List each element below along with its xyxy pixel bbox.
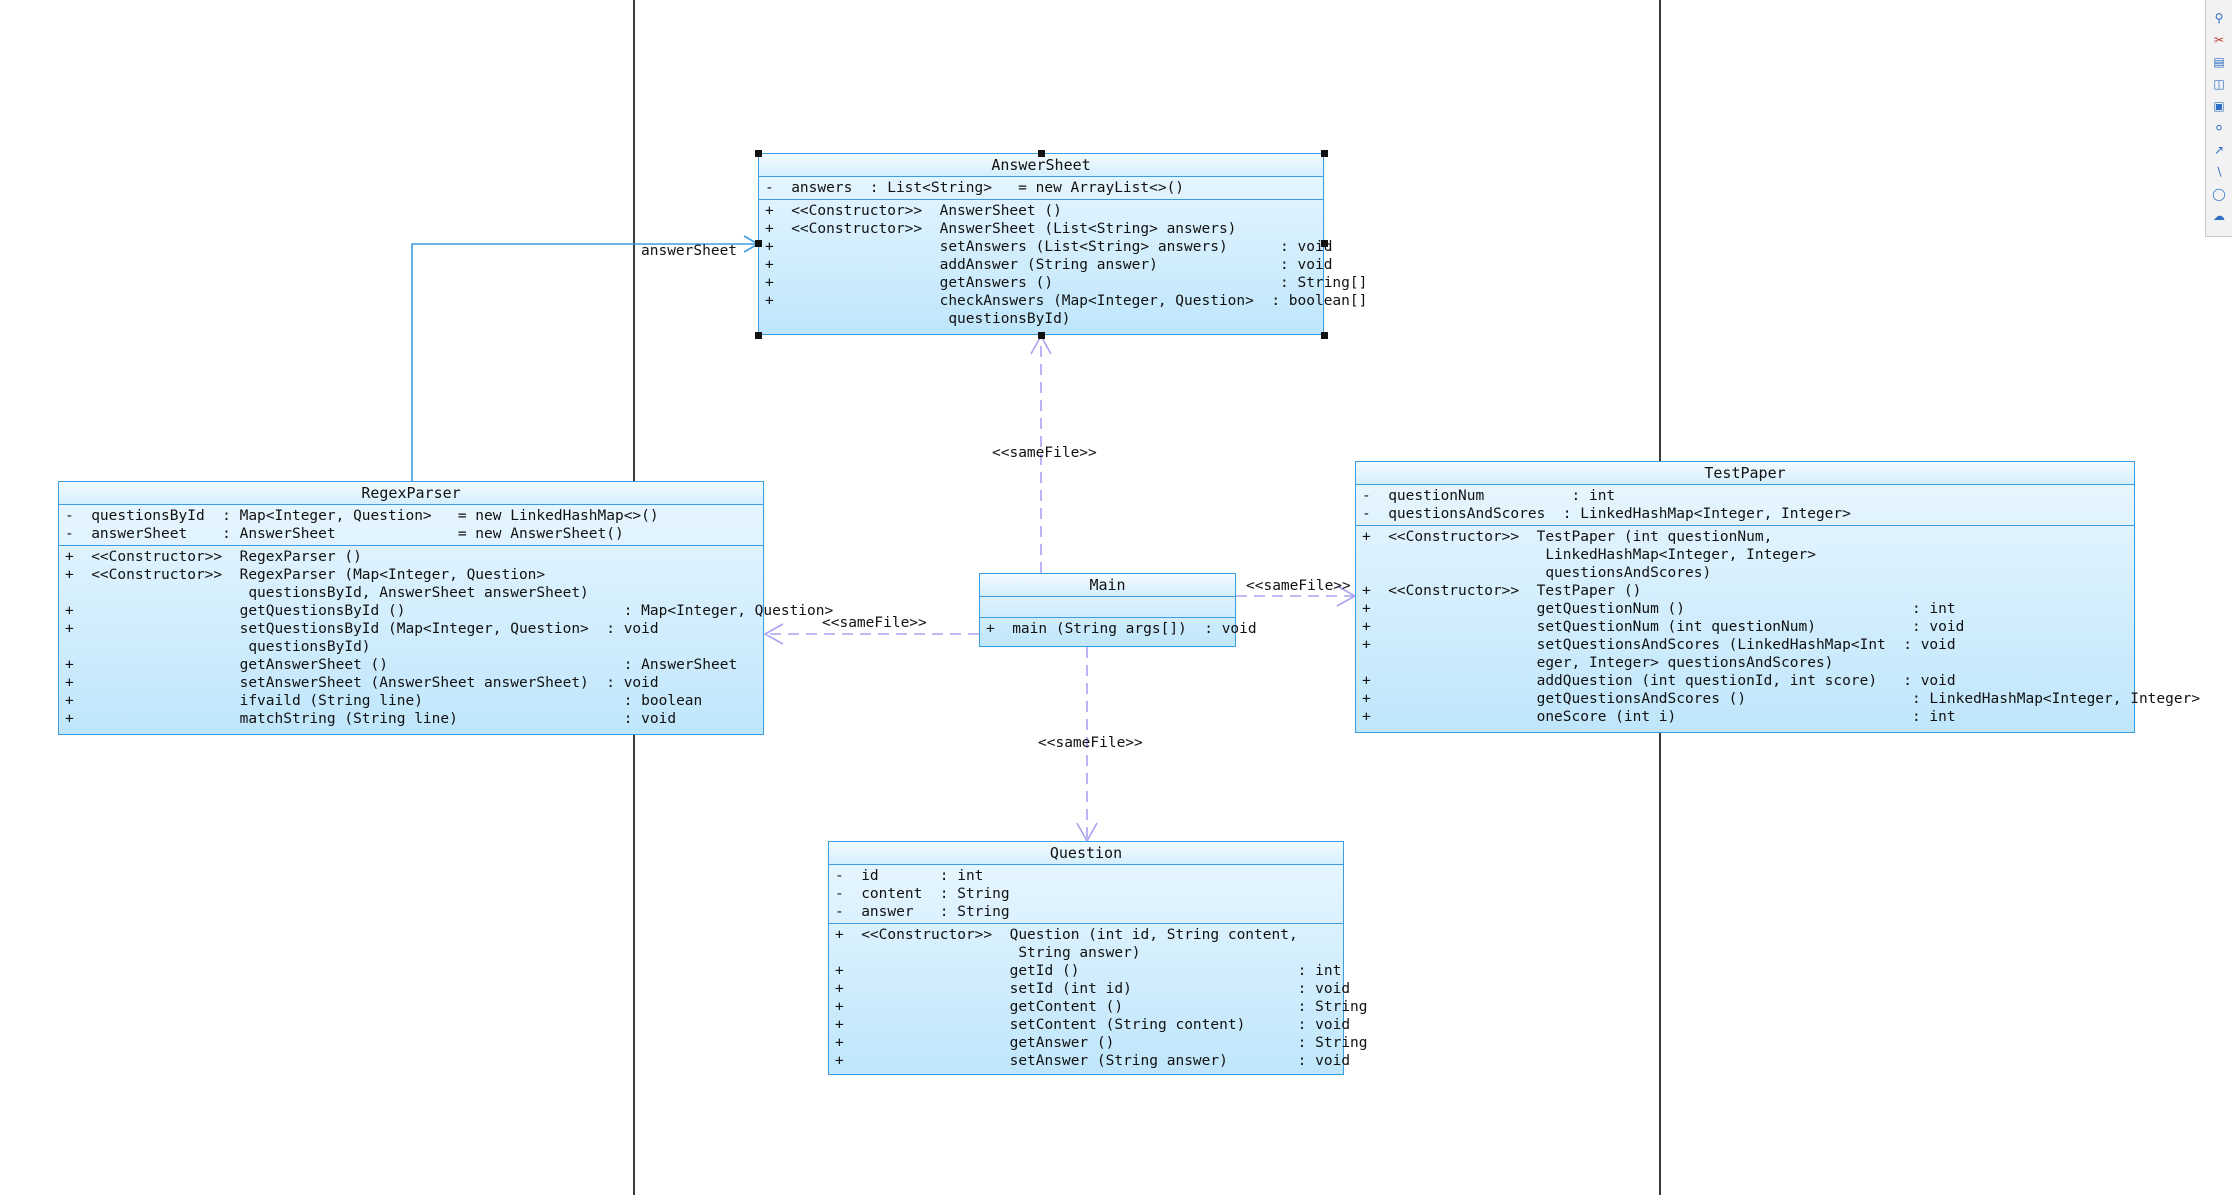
samefile-label-answersheet: <<sameFile>> [992,445,1097,461]
selection-handle[interactable] [1321,240,1328,247]
operation-row: + addQuestion (int questionId, int score… [1362,673,1956,689]
class-name: Main [980,574,1235,597]
operation-row: + setContent (String content) : void [835,1017,1351,1033]
operation-row: + <<Constructor>> TestPaper (int questio… [1362,529,1773,545]
class-regexparser[interactable]: RegexParser - questionsById : Map<Intege… [58,481,834,735]
dependency-arrowhead-regexparser [763,623,784,645]
operation-row: + setAnswer (String answer) : void [835,1053,1351,1069]
samefile-label-regexparser: <<sameFile>> [822,615,927,631]
association-label-answersheet: answerSheet [641,243,738,259]
operations-section: + <<Constructor>> RegexParser () + <<Con… [59,546,834,730]
operation-row: + main (String args[]) : void [986,621,1257,637]
operation-row-continued: questionsById, AnswerSheet answerSheet) [65,585,589,601]
attributes-section: - questionsById : Map<Integer, Question>… [59,505,763,546]
hierarchy-icon[interactable]: ▣ [2213,99,2225,113]
operation-row: + getId () : int [835,963,1342,979]
attribute-row: - questionsAndScores : LinkedHashMap<Int… [1362,506,1851,522]
selection-handle[interactable] [1321,150,1328,157]
operation-row: + <<Constructor>> Question (int id, Stri… [835,927,1298,943]
attribute-row: - answers : List<String> = new ArrayList… [765,180,1185,196]
selection-handle[interactable] [1038,332,1045,339]
samefile-label-question: <<sameFile>> [1038,735,1143,751]
operation-row: + <<Constructor>> RegexParser () [65,549,362,565]
selection-handle[interactable] [755,150,762,157]
class-question[interactable]: Question - id : int - content : String -… [828,841,1368,1075]
operation-row-continued: String answer) [835,945,1141,961]
attribute-row: - answerSheet : AnswerSheet = new Answer… [65,526,624,542]
operation-row-continued: questionsAndScores) [1362,565,1712,581]
ellipse-icon[interactable]: ◯ [2212,187,2226,201]
operation-row: + ifvaild (String line) : boolean [65,693,703,709]
operations-section: + <<Constructor>> Question (int id, Stri… [829,924,1368,1072]
operation-row: + <<Constructor>> RegexParser (Map<Integ… [65,567,546,583]
class-icon[interactable]: ▤ [2213,55,2225,69]
attribute-row: - answer : String [835,904,1010,920]
operation-row: + checkAnswers (Map<Integer, Question> :… [765,293,1368,309]
operation-row-continued: LinkedHashMap<Integer, Integer> [1362,547,1816,563]
operation-row: + setQuestionsAndScores (LinkedHashMap<I… [1362,637,1956,653]
operation-row: + setId (int id) : void [835,981,1351,997]
attributes-section: - questionNum : int - questionsAndScores… [1356,485,2134,526]
operation-row: + setQuestionNum (int questionNum) : voi… [1362,619,1965,635]
operation-row: + setQuestionsById (Map<Integer, Questio… [65,621,659,637]
attributes-section: - answers : List<String> = new ArrayList… [759,177,1323,200]
attributes-section [980,597,1235,618]
operation-row: + <<Constructor>> AnswerSheet (List<Stri… [765,221,1237,237]
line-icon[interactable]: ∖ [2215,165,2223,179]
class-name: RegexParser [59,482,763,505]
interface-icon[interactable]: ⚪ [2213,121,2225,135]
operation-row: + setAnswers (List<String> answers) : vo… [765,239,1333,255]
selection-handle[interactable] [1038,150,1045,157]
operation-row: + getAnswers () : String[] [765,275,1368,291]
attribute-row: - content : String [835,886,1010,902]
operations-section: + <<Constructor>> AnswerSheet () + <<Con… [759,200,1368,330]
operation-row: + getAnswerSheet () : AnswerSheet [65,657,738,673]
operation-row-continued: eger, Integer> questionsAndScores) [1362,655,1834,671]
selection-handle[interactable] [755,240,762,247]
attributes-section: - id : int - content : String - answer :… [829,865,1343,924]
selection-handle[interactable] [755,332,762,339]
tool-palette: ⚲ ✂ ▤ ◫ ▣ ⚪ ↗ ∖ ◯ ☁ [2205,0,2232,237]
class-name: TestPaper [1356,462,2134,485]
zoom-icon[interactable]: ⚲ [2214,11,2224,25]
operation-row: + oneScore (int i) : int [1362,709,1956,725]
class-name: Question [829,842,1343,865]
operation-row: + getQuestionNum () : int [1362,601,1956,617]
class-main[interactable]: Main + main (String args[]) : void [979,573,1257,647]
attribute-row: - questionNum : int [1362,488,1616,504]
samefile-label-testpaper: <<sameFile>> [1246,578,1351,594]
class-answersheet[interactable]: AnswerSheet - answers : List<String> = n… [758,153,1368,335]
attribute-row: - questionsById : Map<Integer, Question>… [65,508,659,524]
class-testpaper[interactable]: TestPaper - questionNum : int - question… [1355,461,2201,733]
operation-row: + getAnswer () : String [835,1035,1368,1051]
class-name: AnswerSheet [759,154,1323,177]
association-line-answersheet [411,243,758,484]
operation-row: + <<Constructor>> AnswerSheet () [765,203,1062,219]
operation-row-continued: questionsById) [65,639,371,655]
operation-row: + addAnswer (String answer) : void [765,257,1333,273]
operation-row: + getContent () : String [835,999,1368,1015]
operation-row: + getQuestionsAndScores () : LinkedHashM… [1362,691,2201,707]
cut-icon[interactable]: ✂ [2213,33,2225,47]
attribute-row: - id : int [835,868,984,884]
operation-row-continued: questionsById) [765,311,1071,327]
association-icon[interactable]: ↗ [2213,143,2225,157]
note-icon[interactable]: ☁ [2213,209,2225,223]
operation-row: + matchString (String line) : void [65,711,677,727]
operations-section: + main (String args[]) : void [980,618,1257,640]
operation-row: + <<Constructor>> TestPaper () [1362,583,1642,599]
package-icon[interactable]: ◫ [2213,77,2225,91]
operation-row: + getQuestionsById () : Map<Integer, Que… [65,603,834,619]
selection-handle[interactable] [1321,332,1328,339]
operations-section: + <<Constructor>> TestPaper (int questio… [1356,526,2201,728]
operation-row: + setAnswerSheet (AnswerSheet answerShee… [65,675,659,691]
